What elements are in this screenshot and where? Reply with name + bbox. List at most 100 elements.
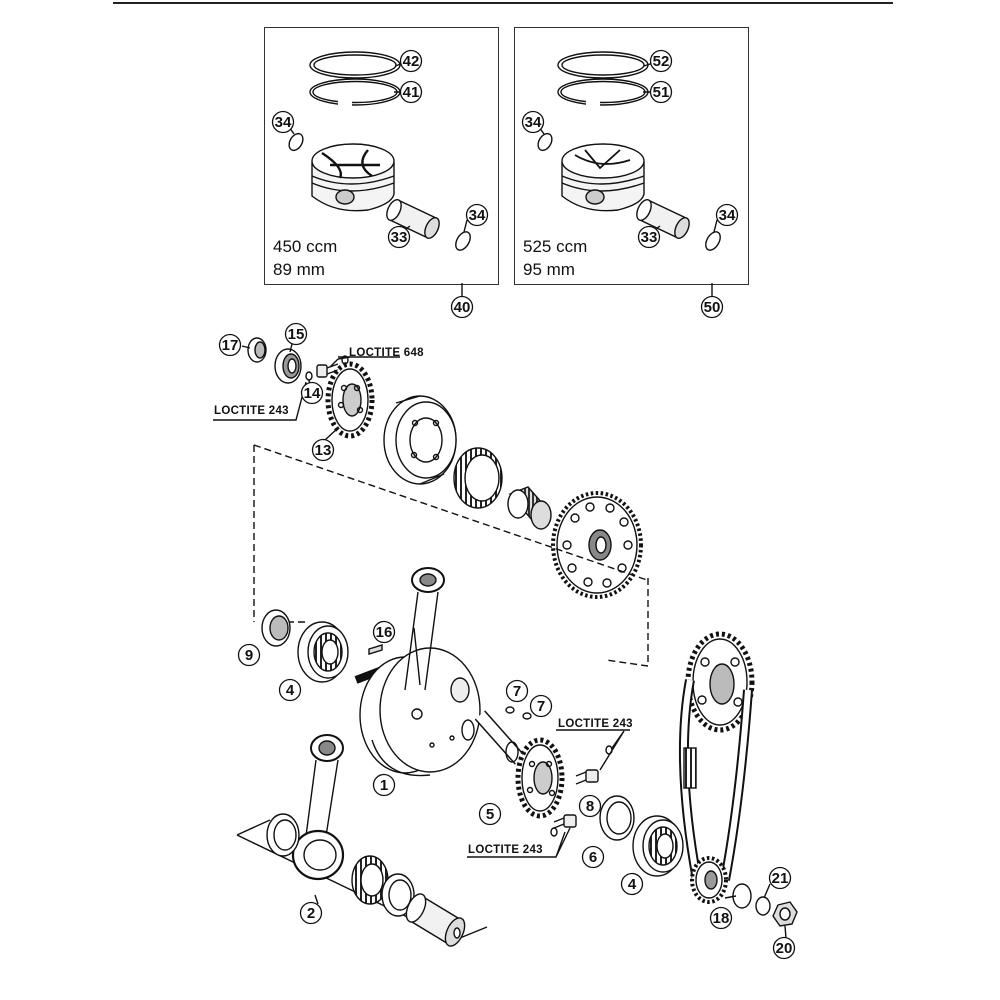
svg-text:17: 17 <box>222 337 239 354</box>
callout-34: 34 <box>465 203 489 227</box>
piston-pin-icon <box>636 199 690 239</box>
svg-text:33: 33 <box>641 229 658 246</box>
washer-icon <box>599 795 635 841</box>
crank-sprocket-icon <box>690 856 728 904</box>
callout-8: 8 <box>578 794 602 818</box>
bolt-icon <box>553 769 599 829</box>
loctite-label: LOCTITE 648 <box>349 347 424 359</box>
callout-21: 21 <box>768 866 792 890</box>
main-bearing-right-icon <box>632 815 684 877</box>
callout-41: 41 <box>399 80 423 104</box>
nut-icon <box>772 901 798 927</box>
washer-small-icon <box>755 896 771 916</box>
callout-17: 17 <box>218 333 242 357</box>
piston-kit-panel-525: 525 ccm 95 mm <box>514 27 749 285</box>
displacement-text: 450 ccm <box>273 237 338 256</box>
svg-text:4: 4 <box>286 682 295 699</box>
svg-text:7: 7 <box>513 683 521 700</box>
callout-42: 42 <box>399 49 423 73</box>
piston-ring-second-icon <box>557 78 649 106</box>
svg-text:16: 16 <box>376 624 393 641</box>
starter-gear-icon <box>551 491 643 599</box>
svg-text:6: 6 <box>589 849 597 866</box>
bore-text: 89 mm <box>273 260 325 279</box>
callout-50: 50 <box>700 295 724 319</box>
svg-text:9: 9 <box>245 647 253 664</box>
callout-34: 34 <box>715 203 739 227</box>
circlip-icon <box>288 132 304 152</box>
svg-text:40: 40 <box>454 299 471 316</box>
piston-ring-top-icon <box>557 51 649 79</box>
displacement-text: 525 ccm <box>523 237 588 256</box>
svg-text:34: 34 <box>469 207 486 224</box>
timing-chain-icon <box>678 679 753 881</box>
svg-text:21: 21 <box>772 870 789 887</box>
svg-text:42: 42 <box>403 53 420 70</box>
svg-text:52: 52 <box>653 53 670 70</box>
oil-seal-icon <box>247 337 267 363</box>
piston-ring-second-icon <box>309 78 401 106</box>
svg-text:33: 33 <box>391 229 408 246</box>
svg-text:2: 2 <box>307 905 315 922</box>
svg-text:4: 4 <box>628 876 637 893</box>
gear-5-icon <box>515 737 565 819</box>
thrust-washer-icon <box>266 813 300 857</box>
bolt-icon <box>316 363 339 378</box>
svg-text:20: 20 <box>776 940 793 957</box>
callout-13: 13 <box>311 438 335 462</box>
callout-6: 6 <box>581 845 605 869</box>
svg-text:1: 1 <box>380 777 388 794</box>
callout-20: 20 <box>772 936 796 960</box>
needle-bearing-icon <box>507 486 552 530</box>
callout-34: 34 <box>521 110 545 134</box>
crank-pin-icon <box>405 893 466 947</box>
top-rule <box>113 2 893 4</box>
connecting-rod-icon <box>291 734 345 881</box>
callout-34: 34 <box>271 110 295 134</box>
svg-text:50: 50 <box>704 299 721 316</box>
svg-text:8: 8 <box>586 798 594 815</box>
piston-icon <box>311 143 395 212</box>
woodruff-key-icon <box>368 644 383 655</box>
drive-hub-icon <box>383 395 457 485</box>
callout-5: 5 <box>478 802 502 826</box>
loctite-label: LOCTITE 243 <box>468 844 543 856</box>
callout-18: 18 <box>709 906 733 930</box>
piston-ring-top-icon <box>309 51 401 79</box>
callout-15: 15 <box>284 322 308 346</box>
callout-52: 52 <box>649 49 673 73</box>
ball-icon <box>305 371 313 381</box>
thrust-washer-icon <box>381 873 415 917</box>
crankshaft-icon <box>354 647 526 777</box>
svg-text:13: 13 <box>315 442 332 459</box>
freewheel-icon <box>453 447 503 509</box>
main-bearing-icon <box>297 621 349 683</box>
circlip-icon <box>537 132 553 152</box>
svg-text:51: 51 <box>653 84 670 101</box>
crank-needle-bearing-icon <box>351 855 389 905</box>
svg-text:7: 7 <box>537 698 545 715</box>
svg-text:34: 34 <box>275 114 292 131</box>
svg-text:14: 14 <box>304 385 321 402</box>
gear-13-icon <box>325 361 375 439</box>
callout-33: 33 <box>637 225 661 249</box>
circlip-icon <box>705 231 721 251</box>
svg-text:18: 18 <box>713 910 730 927</box>
callout-33: 33 <box>387 225 411 249</box>
callout-1: 1 <box>372 773 396 797</box>
circlip-icon <box>455 231 471 251</box>
loctite-label: LOCTITE 243 <box>558 718 633 730</box>
piston-icon <box>561 143 645 212</box>
callout-7: 7 <box>529 694 553 718</box>
svg-text:15: 15 <box>288 326 305 343</box>
callout-14: 14 <box>300 381 324 405</box>
loctite-label: LOCTITE 243 <box>214 405 289 417</box>
callout-51: 51 <box>649 80 673 104</box>
piston-pin-icon <box>386 199 440 239</box>
svg-text:5: 5 <box>486 806 494 823</box>
callout-7: 7 <box>505 679 529 703</box>
callout-16: 16 <box>372 620 396 644</box>
keys-icon <box>505 706 532 720</box>
